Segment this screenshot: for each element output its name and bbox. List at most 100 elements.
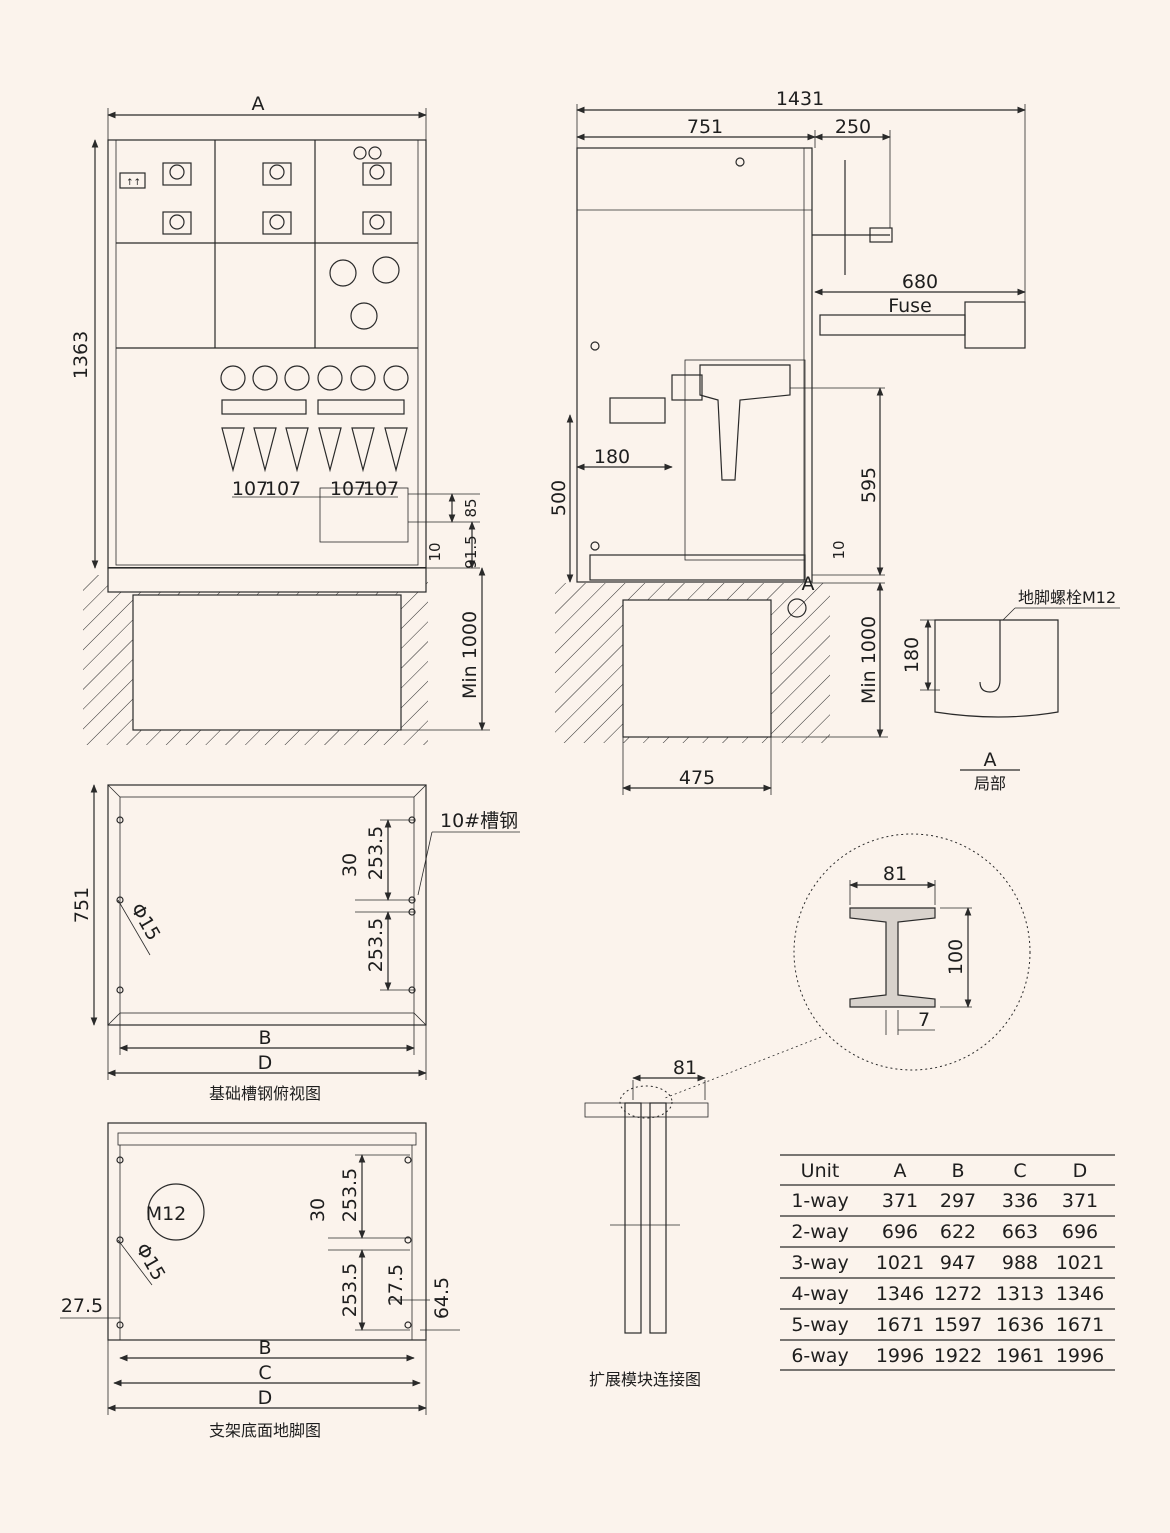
table-cell: 663: [1002, 1221, 1038, 1243]
front-height-label: 1363: [70, 331, 92, 379]
table-cell: 6-way: [791, 1345, 848, 1367]
table-cell: 1-way: [791, 1190, 848, 1212]
detail-a: 180 地脚螺栓M12 A 局部: [901, 588, 1120, 793]
foundation-gap: 30: [339, 853, 361, 877]
table-cell: 622: [940, 1221, 976, 1243]
side-overall-label: 1431: [776, 88, 824, 110]
foundation-caption: 基础槽钢俯视图: [209, 1084, 321, 1103]
table-cell: 1272: [934, 1283, 982, 1305]
frame-gap: 30: [307, 1198, 329, 1222]
table-cell: 1021: [876, 1252, 924, 1274]
frame-width-c: C: [258, 1362, 271, 1384]
table-header: B: [951, 1160, 964, 1182]
table-header: A: [894, 1160, 907, 1182]
frame-offset-right: 64.5: [431, 1277, 453, 1319]
foundation-width-d: D: [258, 1052, 273, 1074]
side-dim-500: 500: [548, 480, 570, 516]
frame-spacing-2: 253.5: [339, 1263, 361, 1317]
trench-right: [622, 599, 772, 738]
beam-detail-circle: [793, 833, 1031, 1071]
table-header: D: [1073, 1160, 1088, 1182]
side-fuse-label: Fuse: [888, 295, 932, 317]
front-bushings: [220, 365, 409, 473]
frame-offset-mid: 27.5: [385, 1264, 407, 1306]
front-cabinet: [107, 139, 427, 569]
table-cell: 947: [940, 1252, 976, 1274]
side-trench-width: 475: [679, 767, 715, 789]
table-cell: 371: [1062, 1190, 1098, 1212]
table-cell: 696: [1062, 1221, 1098, 1243]
frame-plan: M12 Φ15 253.5 253.5 30 27.5 64.5 27.5 B …: [60, 1122, 460, 1440]
detail-depth: 180: [901, 637, 923, 673]
front-dim-10: 10: [426, 542, 444, 561]
foundation-width-b: B: [258, 1027, 271, 1049]
frame-width-d: D: [258, 1387, 273, 1409]
side-fuse-reach-label: 680: [902, 271, 938, 293]
side-dim-595: 595: [858, 467, 880, 503]
expansion-module: 81 扩展模块连接图: [584, 1036, 822, 1389]
beam-detail: 81 100 7: [793, 833, 1031, 1071]
beam-height: 100: [945, 939, 967, 975]
table-cell: 336: [1002, 1190, 1038, 1212]
side-detail-mark: A: [802, 573, 815, 595]
foundation-spacing-1: 253.5: [365, 826, 387, 880]
svg-text:↑↑: ↑↑: [126, 178, 141, 188]
table-cell: 1346: [876, 1283, 924, 1305]
table-cell: 3-way: [791, 1252, 848, 1274]
side-dim-10: 10: [830, 540, 848, 559]
table-cell: 1346: [1056, 1283, 1104, 1305]
detail-caption: 局部: [974, 774, 1006, 793]
beam-flange: 81: [883, 863, 907, 885]
table-cell: 1961: [996, 1345, 1044, 1367]
table-cell: 4-way: [791, 1283, 848, 1305]
table-header: Unit: [801, 1160, 840, 1182]
table-cell: 5-way: [791, 1314, 848, 1336]
side-handle-label: 250: [835, 116, 871, 138]
pitch-label-3: 107: [330, 478, 366, 500]
frame-width-b: B: [258, 1337, 271, 1359]
frame-hole: Φ15: [131, 1240, 170, 1285]
table-cell: 1996: [1056, 1345, 1104, 1367]
dimension-table: Unit A B C D 1-way 371 297 336 371 2-way 696 622 663 6…: [780, 1154, 1115, 1371]
foundation-plan: 751 253.5 253.5 30 10#槽钢 Φ15 B D 基础槽钢俯视图: [71, 784, 520, 1103]
frame-caption: 支架底面地脚图: [209, 1421, 321, 1440]
foundation-channel-label: 10#槽钢: [440, 810, 518, 832]
table-cell: 1597: [934, 1314, 982, 1336]
table-cell: 1996: [876, 1345, 924, 1367]
foundation-depth: 751: [71, 887, 93, 923]
side-min-depth: Min 1000: [858, 616, 880, 704]
table-cell: 1671: [876, 1314, 924, 1336]
pitch-label-2: 107: [265, 478, 301, 500]
table-cell: 1922: [934, 1345, 982, 1367]
frame-outer: [107, 1122, 427, 1341]
table-cell: 1313: [996, 1283, 1044, 1305]
table-cell: 696: [882, 1221, 918, 1243]
front-width-label: A: [252, 93, 265, 115]
table-cell: 297: [940, 1190, 976, 1212]
frame-offset-left: 27.5: [61, 1295, 103, 1317]
pitch-label-1: 107: [232, 478, 268, 500]
table-cell: 1021: [1056, 1252, 1104, 1274]
beam-web: 7: [918, 1009, 930, 1031]
frame-bolt: M12: [146, 1203, 187, 1225]
foundation-spacing-2: 253.5: [365, 918, 387, 972]
detail-mark: A: [984, 749, 997, 771]
table-cell: 371: [882, 1190, 918, 1212]
table-cell: 2-way: [791, 1221, 848, 1243]
front-dim-85: 85: [462, 498, 480, 517]
trench-left: [132, 594, 402, 731]
frame-spacing-1: 253.5: [339, 1168, 361, 1222]
table-cell: 1636: [996, 1314, 1044, 1336]
expansion-caption: 扩展模块连接图: [589, 1370, 701, 1389]
side-dim-180: 180: [594, 446, 630, 468]
side-body-label: 751: [687, 116, 723, 138]
front-dim-91-5: 91.5: [462, 535, 480, 568]
pitch-label-4: 107: [363, 478, 399, 500]
table-cell: 1671: [1056, 1314, 1104, 1336]
front-min-depth: Min 1000: [459, 611, 481, 699]
expansion-width: 81: [673, 1057, 697, 1079]
foundation-outer: [107, 784, 427, 1026]
table-header: C: [1013, 1160, 1026, 1182]
